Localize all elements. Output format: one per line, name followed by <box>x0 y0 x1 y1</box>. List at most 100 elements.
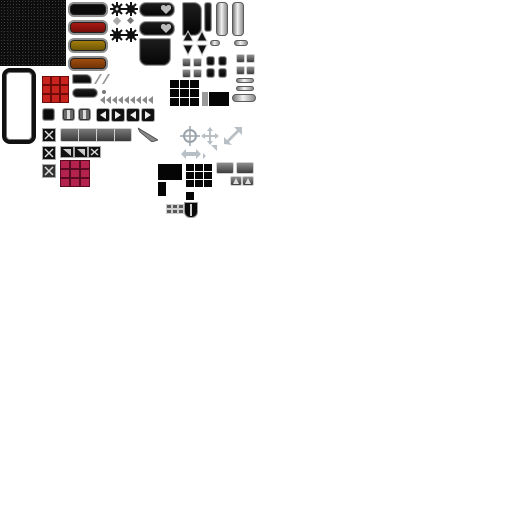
black-block <box>202 92 208 106</box>
gear-icon <box>124 2 138 16</box>
resize-diagonal-icon <box>224 127 242 145</box>
small-grid <box>166 204 184 218</box>
arrow-right-button <box>141 108 155 122</box>
gear-icon <box>110 28 124 42</box>
small-rod <box>236 78 254 83</box>
triangle-up-icon <box>196 30 208 42</box>
slider-track <box>204 2 212 32</box>
pointer-icon <box>138 127 158 142</box>
heart-icon <box>161 24 171 33</box>
dot-icon <box>102 90 106 94</box>
small-tab <box>72 88 98 98</box>
triangle-up-icon <box>182 30 194 42</box>
small-rod <box>232 94 256 102</box>
black-block <box>209 92 229 106</box>
black-block <box>172 164 182 180</box>
close-icon <box>88 146 101 158</box>
grey-key <box>236 162 254 174</box>
grid-cell <box>180 89 189 97</box>
arrow-icon <box>94 74 110 84</box>
arrow-strip-icon <box>100 96 153 104</box>
tall-tab <box>182 2 202 36</box>
black-block <box>158 164 172 180</box>
triangle-up-icon <box>245 178 251 184</box>
small-key <box>218 68 227 78</box>
small-key <box>246 66 255 75</box>
cross-icon <box>83 110 86 119</box>
black-block <box>186 172 194 179</box>
bar-black <box>68 2 108 17</box>
small-key <box>206 56 215 66</box>
black-block <box>204 164 212 171</box>
close-icon <box>42 128 56 142</box>
gear-icon <box>124 28 138 42</box>
heart-icon <box>161 5 171 14</box>
resize-diagonal-icon <box>203 145 217 159</box>
grid-cell <box>190 98 199 106</box>
triangle-down-icon <box>182 44 194 56</box>
grid-cell <box>180 80 189 88</box>
grey-key <box>216 162 234 174</box>
black-block <box>186 180 194 187</box>
small-rod <box>210 40 220 46</box>
close-icon <box>42 164 56 178</box>
small-key <box>182 58 191 67</box>
black-block <box>186 192 194 200</box>
tab-divider <box>96 128 97 142</box>
cross-icon <box>67 110 70 119</box>
black-block <box>195 180 203 187</box>
gear-icon <box>110 2 124 16</box>
triangle-up-icon <box>233 178 239 184</box>
triangle-down-icon <box>196 44 208 56</box>
arrow-left-button <box>96 108 110 122</box>
crosshair-icon <box>180 126 200 146</box>
dark-panel <box>139 38 171 66</box>
black-block <box>195 164 203 171</box>
small-key <box>236 66 245 75</box>
bar-red <box>68 20 108 35</box>
wine-grid <box>60 160 90 188</box>
tab-divider <box>78 128 79 142</box>
small-key <box>246 54 255 63</box>
slider-rod <box>232 2 244 36</box>
grid-cell <box>170 80 179 88</box>
small-key <box>193 69 202 78</box>
arrow-left-button <box>126 108 140 122</box>
tab-divider <box>114 128 115 142</box>
corner-tab-icon <box>60 146 74 158</box>
black-block <box>158 182 166 196</box>
rounded-frame <box>2 68 36 144</box>
grid-cell <box>170 98 179 106</box>
small-square <box>42 108 55 121</box>
bar-olive <box>68 38 108 53</box>
noise-panel <box>0 0 66 66</box>
black-block <box>204 172 212 179</box>
small-key <box>206 68 215 78</box>
small-panel-divider <box>190 204 192 216</box>
small-key <box>218 56 227 66</box>
corner-tab-icon <box>74 146 88 158</box>
black-block <box>186 164 194 171</box>
small-key <box>182 69 191 78</box>
small-tab <box>72 74 92 84</box>
small-rod <box>234 40 248 46</box>
black-block <box>195 172 203 179</box>
diamond-icon <box>112 16 122 26</box>
move-icon <box>201 127 219 145</box>
close-icon <box>42 146 56 160</box>
bar-orange <box>68 56 108 71</box>
resize-horizontal-icon <box>181 149 201 159</box>
small-key <box>236 54 245 63</box>
grid-cell <box>190 80 199 88</box>
slider-rod <box>216 2 228 36</box>
small-rod <box>236 86 254 91</box>
grid-cell <box>180 98 189 106</box>
grid-cell <box>170 89 179 97</box>
diamond-icon <box>126 16 135 25</box>
black-block <box>204 180 212 187</box>
arrow-right-button <box>111 108 125 122</box>
grid-cell <box>190 89 199 97</box>
small-key <box>193 58 202 67</box>
red-grid <box>42 76 70 104</box>
